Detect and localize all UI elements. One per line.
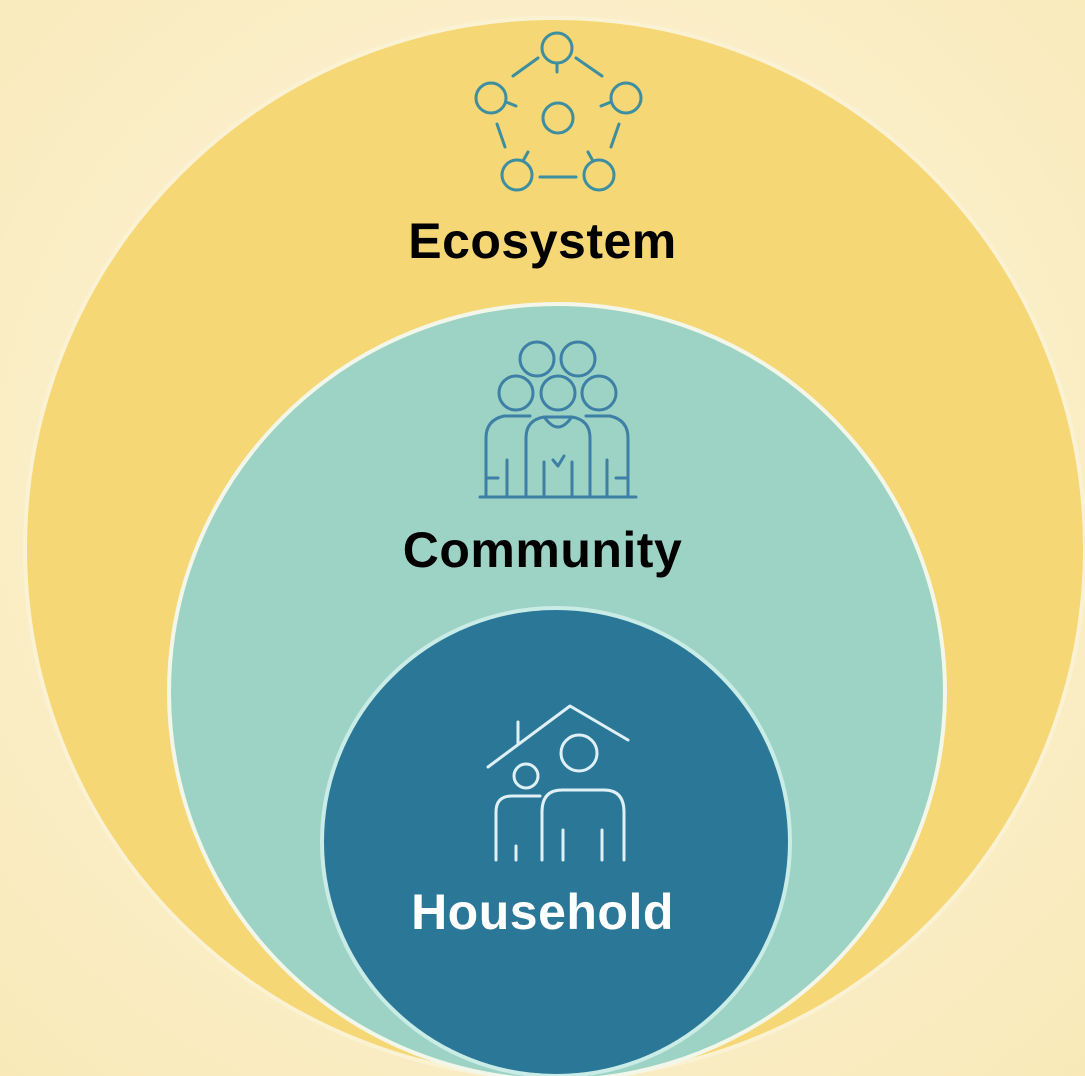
household-label: Household [411,884,674,940]
household-circle [320,606,792,1076]
group-of-people-icon [478,340,638,499]
family-house-icon [486,704,630,862]
community-label: Community [402,522,683,578]
network-icon [474,31,643,192]
ecosystem-label: Ecosystem [408,213,677,269]
